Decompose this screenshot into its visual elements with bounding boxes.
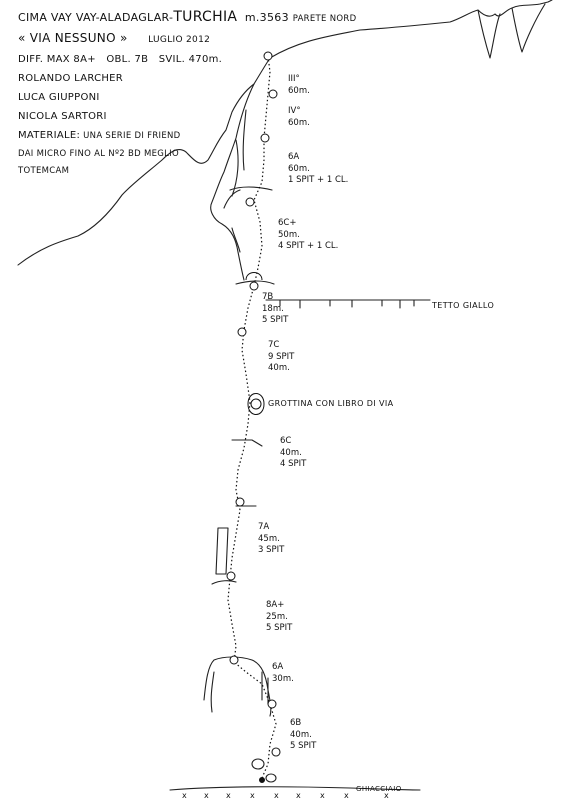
belay-11 — [267, 699, 277, 709]
pitch-7-label: 6C 40m. 4 SPIT — [280, 436, 306, 471]
pitch-6-grade: 7C — [268, 340, 280, 350]
route-length: SVIL. 470m. — [158, 54, 223, 65]
pitch-9-gear: 5 SPIT — [266, 623, 293, 633]
pitch-4-length: 50m. — [278, 229, 300, 240]
pitch-3-gear: 1 SPIT + 1 CL. — [288, 175, 349, 185]
pitch-7-length: 40m. — [280, 447, 302, 458]
belay-9 — [226, 571, 236, 581]
pitch-1-length: 60m. — [288, 85, 310, 96]
ledge-belay-5 — [235, 280, 275, 285]
material-line-1: MATERIALE: UNA SERIE DI FRIEND — [18, 126, 356, 146]
belay-7 — [250, 398, 262, 410]
pitch-8-label: 7A 45m. 3 SPIT — [258, 522, 284, 557]
belay-5-hook — [245, 272, 263, 281]
belay-6 — [237, 327, 247, 337]
grade-line: DIFF. MAX 8A+ OBL. 7B SVIL. 470m. — [18, 50, 356, 69]
pitch-8-gear: 3 SPIT — [258, 545, 285, 555]
pitch-2-length: 60m. — [288, 117, 310, 128]
material-line-2: DAI MICRO FINO AL Nº2 BD MEGLIO — [18, 149, 179, 159]
climber-3: NICOLA SARTORI — [18, 111, 107, 122]
route-info-block: CIMA VAY VAY-ALADAGLAR-TURCHIA m.3563 PA… — [18, 8, 356, 180]
pitch-9-grade: 8A+ — [266, 600, 285, 610]
pitch-1-label: III° 60m. — [288, 74, 310, 97]
pitch-8-length: 45m. — [258, 533, 280, 544]
svg-text:x: x — [296, 791, 301, 800]
pitch-3-label: 6A 60m. 1 SPIT + 1 CL. — [288, 152, 348, 187]
left-mountains — [17, 83, 255, 266]
route-title-line: CIMA VAY VAY-ALADAGLAR-TURCHIA m.3563 PA… — [18, 8, 356, 29]
glacier-annotation: GHIACCIAIO — [356, 785, 402, 793]
pitch-3-length: 60m. — [288, 163, 310, 174]
ledge-belay-3 — [229, 186, 273, 191]
pitch-6-gear: 9 SPIT — [268, 351, 295, 362]
pitch-11-length: 40m. — [290, 729, 312, 740]
belay-10 — [229, 655, 239, 665]
belay-5 — [249, 281, 259, 291]
pitch-11-label: 6B 40m. 5 SPIT — [290, 718, 316, 753]
belay-1 — [263, 51, 273, 61]
face: PARETE NORD — [292, 14, 357, 24]
pitch-5-grade: 7B — [262, 292, 274, 302]
pitch-5-label: 7B 18m. 5 SPIT — [262, 292, 288, 327]
svg-text:x: x — [384, 791, 389, 800]
right-spire — [477, 3, 546, 59]
svg-text:x: x — [344, 791, 349, 800]
cave-annotation: GROTTINA CON LIBRO DI VIA — [268, 399, 394, 408]
lower-buttress — [203, 656, 272, 717]
belay-4 — [245, 197, 255, 207]
pitch-6-label: 7C 9 SPIT 40m. — [268, 340, 294, 375]
title-country: TURCHIA — [173, 9, 238, 25]
cave-outline — [247, 393, 265, 415]
svg-text:x: x — [274, 791, 279, 800]
pitch-7-grade: 6C — [280, 436, 292, 446]
svg-text:x: x — [226, 791, 231, 800]
svg-text:x: x — [204, 791, 209, 800]
pitch-7-gear: 4 SPIT — [280, 459, 307, 469]
pitch-3-grade: 6A — [288, 152, 300, 162]
roof-annotation: TETTO GIALLO — [432, 301, 495, 310]
belay-8 — [235, 497, 245, 507]
pitch-9-length: 25m. — [266, 611, 288, 622]
material-line-3: TOTEMCAM — [18, 166, 70, 176]
pitch-11-grade: 6B — [290, 718, 302, 728]
material-text-1: UNA SERIE DI FRIEND — [83, 131, 181, 141]
altitude: m.3563 — [244, 11, 289, 24]
route-name-line: « VIA NESSUNO » LUGLIO 2012 — [18, 29, 356, 50]
pitch-4-label: 6C+ 50m. 4 SPIT + 1 CL. — [278, 218, 338, 253]
pitch-2-grade: IV° — [288, 106, 301, 116]
roof-line — [265, 299, 431, 309]
difficulty-max: DIFF. MAX 8A+ — [18, 54, 96, 65]
belay-3 — [260, 133, 270, 143]
svg-text:x: x — [320, 791, 325, 800]
material-label: MATERIALE: — [18, 130, 81, 141]
mandatory-grade: OBL. 7B — [106, 54, 149, 65]
svg-text:x: x — [250, 791, 255, 800]
glacier-line — [169, 786, 421, 791]
climber-1: ROLANDO LARCHER — [18, 73, 124, 84]
pitch-1-grade: III° — [288, 74, 300, 84]
pitch-8-grade: 7A — [258, 522, 270, 532]
pitch-2-label: IV° 60m. — [288, 106, 310, 129]
pitch-4-grade: 6C+ — [278, 218, 297, 228]
pitch-9-label: 8A+ 25m. 5 SPIT — [266, 600, 292, 635]
pitch-4-gear: 4 SPIT + 1 CL. — [278, 241, 339, 251]
svg-text:x: x — [182, 791, 187, 800]
title-prefix: CIMA VAY VAY-ALADAGLAR- — [18, 11, 174, 24]
pitch-10-length: 30m. — [272, 673, 294, 684]
pitch-6-length: 40m. — [268, 363, 290, 373]
route-name: « VIA NESSUNO » — [18, 31, 128, 45]
route-start — [259, 777, 265, 783]
pitch-10-grade: 6A — [272, 662, 284, 672]
route-date: LUGLIO 2012 — [148, 35, 211, 45]
climber-2: LUCA GIUPPONI — [18, 92, 100, 103]
belay-2 — [268, 89, 278, 99]
pitch-5-gear: 5 SPIT — [262, 315, 289, 325]
pitch-11-gear: 5 SPIT — [290, 741, 317, 751]
pitch-10-label: 6A 30m. — [272, 662, 294, 685]
pitch-5-length: 18m. — [262, 303, 284, 314]
